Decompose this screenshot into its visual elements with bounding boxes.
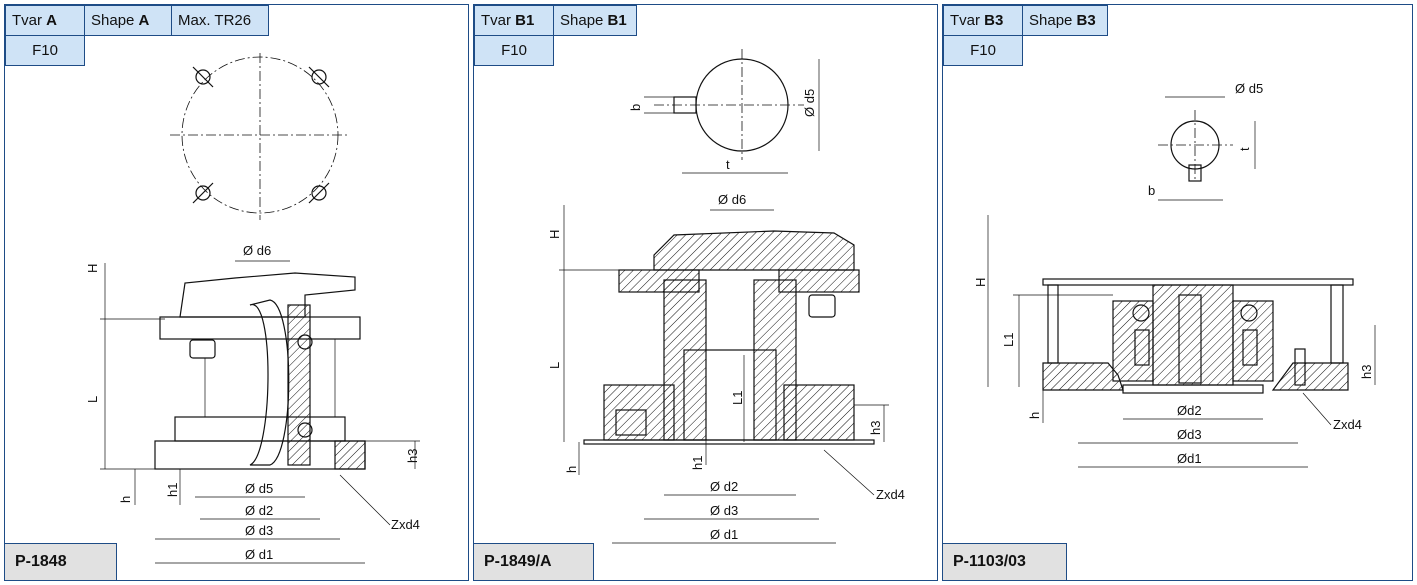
bolt-holes: [192, 66, 330, 204]
dim-t: t: [1237, 147, 1252, 151]
dim-L1: L1: [730, 391, 745, 405]
dim-h: h: [1027, 412, 1042, 419]
tvar-label: Tvar B3: [943, 5, 1023, 36]
dim-zxd4: Zxd4: [1333, 417, 1362, 432]
dim-h: h: [564, 466, 579, 473]
shape-label: Shape B1: [553, 5, 637, 36]
dim-zxd4: Zxd4: [876, 487, 905, 502]
dim-H: H: [85, 264, 100, 273]
dim-h: h: [118, 496, 133, 503]
part-code: P-1103/03: [943, 543, 1067, 580]
dim-zxd4: Zxd4: [391, 517, 420, 532]
dim-H: H: [547, 230, 562, 239]
dim-d2: Ø d2: [245, 503, 273, 518]
panel-shape-b3: Tvar B3 Shape B3 F10 Ø d5 t b H: [942, 4, 1413, 581]
shape-label: Shape A: [84, 5, 172, 36]
dim-b: b: [1148, 183, 1155, 198]
dim-d1: Ø d1: [710, 527, 738, 542]
tvar-label: Tvar A: [5, 5, 85, 36]
dim-d5: Ø d5: [245, 481, 273, 496]
part-code: P-1849/A: [474, 543, 594, 580]
drawing-shape-b1: b Ø d5 t Ø d6 H L L1 h h1 h3 Ø: [547, 49, 905, 544]
max-label: Max. TR26: [171, 5, 269, 36]
dim-L1: L1: [1001, 333, 1016, 347]
dim-h3: h3: [868, 421, 883, 435]
panel-shape-a: Tvar A Shape A Max. TR26 F10: [4, 4, 469, 581]
dim-d5: Ø d5: [802, 89, 817, 117]
dim-d2: Ø d2: [710, 479, 738, 494]
drawing-shape-a: H L h h1 h3 Ø d6 Ø d5 Ø d2 Ø d3 Ø d1 Zxd…: [85, 53, 420, 564]
flange-label: F10: [474, 35, 554, 66]
dim-d5: Ø d5: [1235, 81, 1263, 96]
dim-d2: Ød2: [1177, 403, 1202, 418]
panel-shape-b1: Tvar B1 Shape B1 F10 b Ø d5 t Ø d6 H L: [473, 4, 938, 581]
dim-L: L: [85, 396, 100, 403]
flange-label: F10: [5, 35, 85, 66]
dim-d3: Ød3: [1177, 427, 1202, 442]
dim-d6: Ø d6: [718, 192, 746, 207]
part-code: P-1848: [5, 543, 117, 580]
dim-d3: Ø d3: [245, 523, 273, 538]
dim-h1: h1: [165, 483, 180, 497]
dim-d6: Ø d6: [243, 243, 271, 258]
dim-b: b: [628, 104, 643, 111]
dim-d1: Ød1: [1177, 451, 1202, 466]
dim-h3: h3: [1359, 365, 1374, 379]
flange-label: F10: [943, 35, 1023, 66]
drawing-shape-b3: Ø d5 t b H L1 h h3 Ød2 Ød3 Ød: [973, 81, 1376, 468]
dim-d3: Ø d3: [710, 503, 738, 518]
tvar-label: Tvar B1: [474, 5, 554, 36]
dim-d1: Ø d1: [245, 547, 273, 562]
shape-label: Shape B3: [1022, 5, 1108, 36]
dim-h3: h3: [405, 449, 420, 463]
dim-h1: h1: [690, 456, 705, 470]
dim-t: t: [726, 157, 730, 172]
dim-H: H: [973, 278, 988, 287]
dim-L: L: [547, 362, 562, 369]
